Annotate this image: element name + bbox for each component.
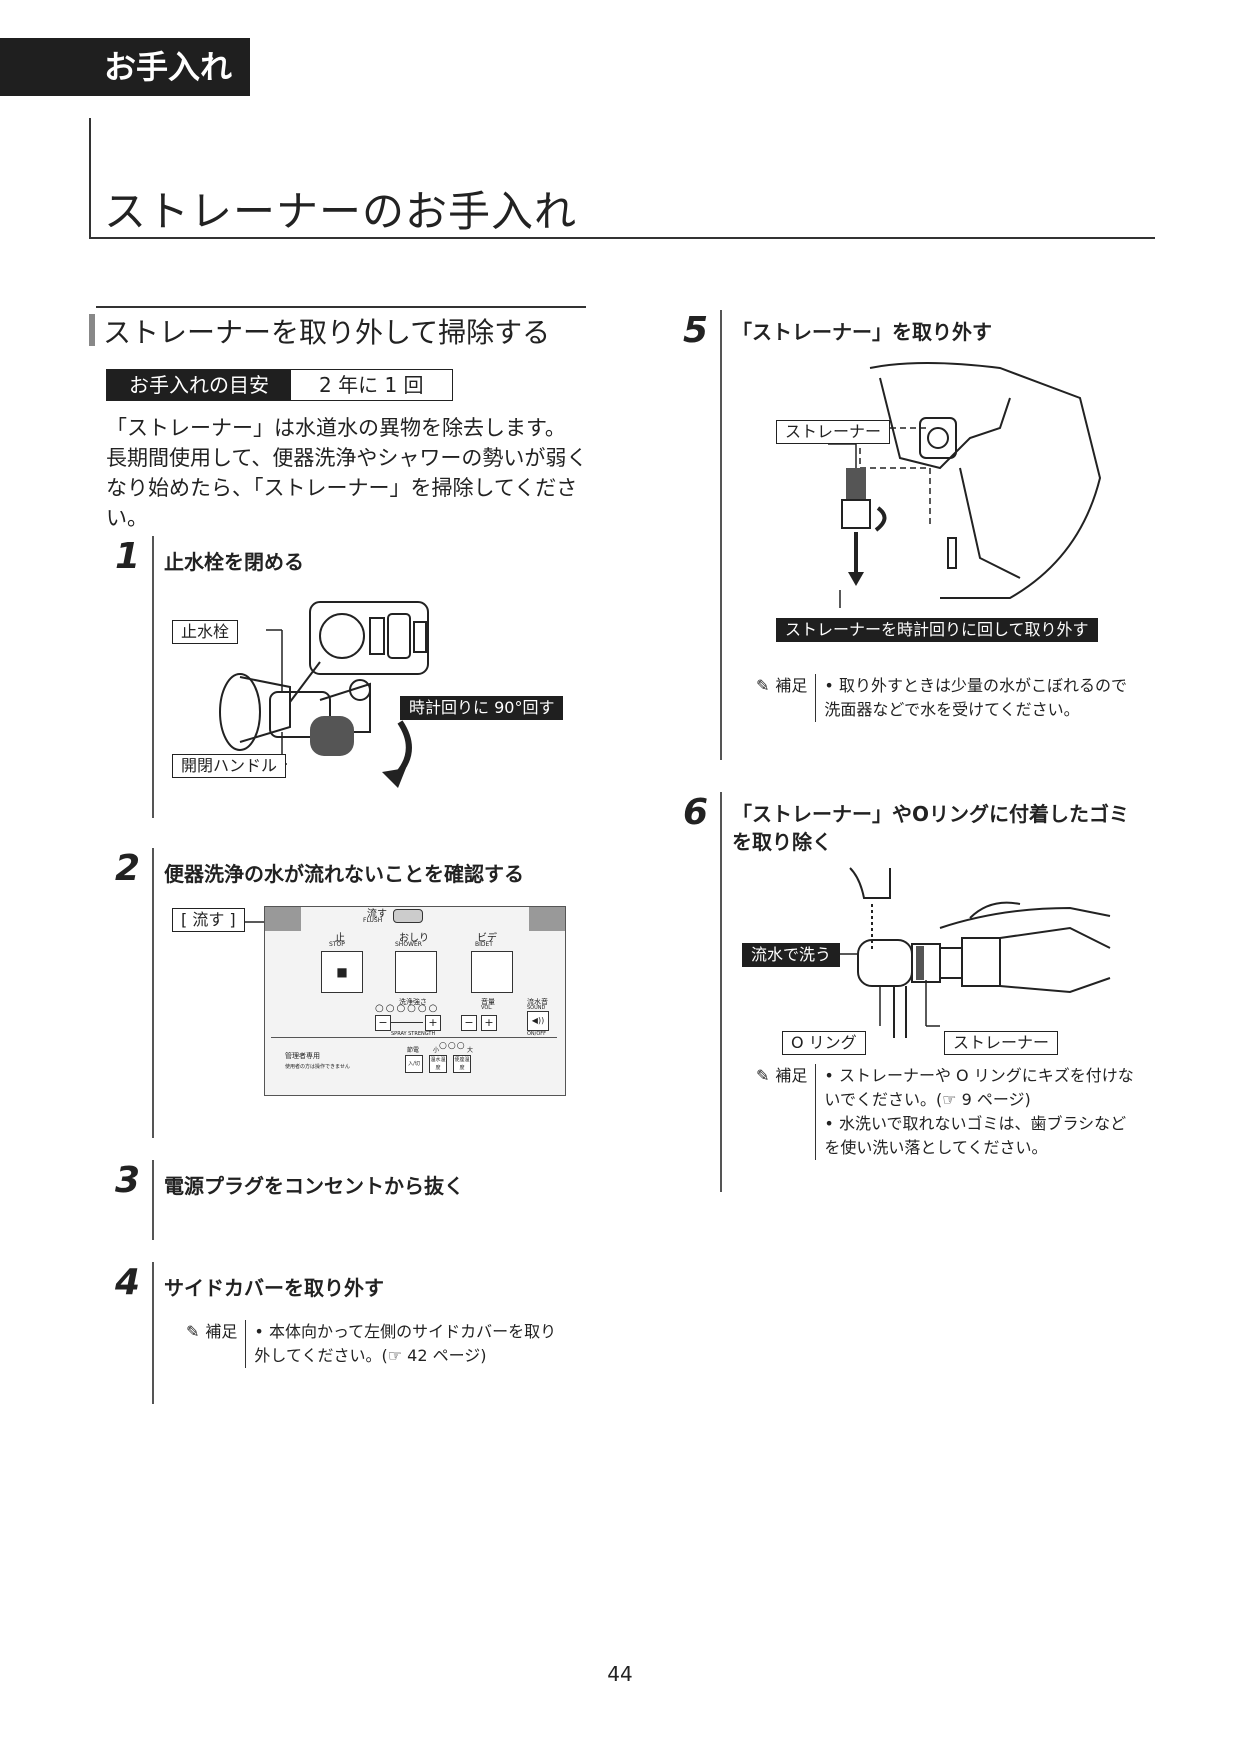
step-5-note: ✎ 補足 • 取り外すときは少量の水がこぼれるので 洗面器などで水を受けてください…: [756, 674, 1127, 722]
step-5-rule: [720, 310, 722, 760]
bidet-button[interactable]: [471, 951, 513, 993]
handle-callout: 開閉ハンドル: [172, 754, 287, 778]
step-4-number: 4: [114, 1262, 140, 1303]
sound-button[interactable]: ◀)): [527, 1011, 549, 1031]
note-item: • 水洗いで取れないゴミは、歯ブラシなど を使い洗い落としてください。: [824, 1114, 1127, 1157]
volume-minus-button[interactable]: −: [461, 1015, 477, 1031]
sub-heading-marker: [89, 314, 95, 346]
step-2-title: 便器洗浄の水が流れないことを確認する: [164, 862, 524, 886]
intro-text: 「ストレーナー」は水道水の異物を除去します。 長期間使用して、便器洗浄やシャワー…: [106, 416, 588, 530]
note-label: 補足: [775, 1066, 808, 1085]
step-3-number: 3: [114, 1160, 140, 1201]
step-4-rule: [152, 1262, 154, 1404]
shower-button[interactable]: [395, 951, 437, 993]
step-3-title: 電源プラグをコンセントから抜く: [164, 1174, 464, 1198]
note-label: 補足: [205, 1322, 238, 1341]
note-label: 補足: [775, 676, 808, 695]
strength-minus-button[interactable]: −: [375, 1015, 391, 1031]
rotate-90-callout: 時計回りに 90°回す: [400, 696, 564, 720]
flush-label: 流す: [367, 909, 387, 920]
pencil-icon: ✎: [756, 676, 770, 695]
pencil-icon: ✎: [186, 1322, 200, 1341]
remote-panel: 流す FLUSH 止 STOP おしり SHOWER ビデ BIDET ■ 洗浄…: [264, 906, 566, 1096]
step-4-title: サイドカバーを取り外す: [164, 1276, 384, 1300]
step-6-note: ✎ 補足 • ストレーナーや O リングにキズを付けな いでください。(☞ 9 ペ…: [756, 1064, 1134, 1160]
strainer-rotate-callout: ストレーナーを時計回りに回して取り外す: [776, 618, 1098, 642]
strainer-callout: ストレーナー: [776, 420, 891, 444]
pencil-icon: ✎: [756, 1066, 770, 1085]
sub-heading: ストレーナーを取り外して掃除する: [103, 316, 551, 349]
step-3-rule: [152, 1160, 154, 1240]
wash-callout: 流水で洗う: [742, 943, 841, 967]
power-button[interactable]: 入/切: [405, 1055, 423, 1073]
sub-heading-rule: [96, 306, 586, 308]
flush-button[interactable]: [393, 909, 423, 923]
step-1-rule: [152, 536, 154, 818]
volume-plus-button[interactable]: +: [481, 1015, 497, 1031]
maintenance-interval-value: 2 年に 1 回: [319, 373, 424, 397]
stop-button[interactable]: ■: [321, 951, 363, 993]
note-item: • ストレーナーや O リングにキズを付けな いでください。(☞ 9 ページ): [824, 1066, 1134, 1109]
section-tab: お手入れ: [0, 38, 250, 96]
step-2-rule: [152, 848, 154, 1138]
note-item: • 取り外すときは少量の水がこぼれるので 洗面器などで水を受けてください。: [824, 676, 1127, 719]
step-6-rule: [720, 792, 722, 1192]
step-5-title: 「ストレーナー」を取り外す: [732, 320, 992, 344]
strainer-callout-step6: ストレーナー: [944, 1031, 1059, 1055]
flush-callout: [ 流す ]: [172, 908, 245, 932]
valve-callout: 止水栓: [172, 620, 239, 644]
page-title: ストレーナーのお手入れ: [104, 187, 578, 236]
flush-en-label: FLUSH: [363, 917, 383, 924]
step-1-number: 1: [114, 536, 140, 577]
title-rule-horizontal: [89, 237, 1155, 239]
maintenance-interval-box: お手入れの目安 2 年に 1 回: [106, 369, 453, 401]
page-number: 44: [607, 1662, 633, 1686]
step-2-number: 2: [114, 848, 140, 889]
step-5-number: 5: [682, 310, 708, 351]
step-1-title: 止水栓を閉める: [164, 550, 304, 574]
strength-plus-button[interactable]: +: [425, 1015, 441, 1031]
strainer-removal-illustration: [828, 362, 1102, 608]
seat-temp-button[interactable]: 便座温度: [453, 1055, 471, 1073]
oring-callout: O リング: [782, 1031, 866, 1055]
step-4-note: ✎ 補足 • 本体向かって左側のサイドカバーを取り 外してください。(☞ 42 ペ…: [186, 1320, 556, 1368]
note-item: • 本体向かって左側のサイドカバーを取り 外してください。(☞ 42 ページ): [254, 1322, 557, 1365]
title-rule-vertical: [89, 118, 91, 238]
maintenance-interval-label: お手入れの目安: [107, 370, 291, 400]
step-6-number: 6: [682, 792, 708, 833]
water-temp-button[interactable]: 温水温度: [429, 1055, 447, 1073]
step-6-title: 「ストレーナー」やOリングに付着したゴミ を取り除く: [732, 802, 1130, 854]
